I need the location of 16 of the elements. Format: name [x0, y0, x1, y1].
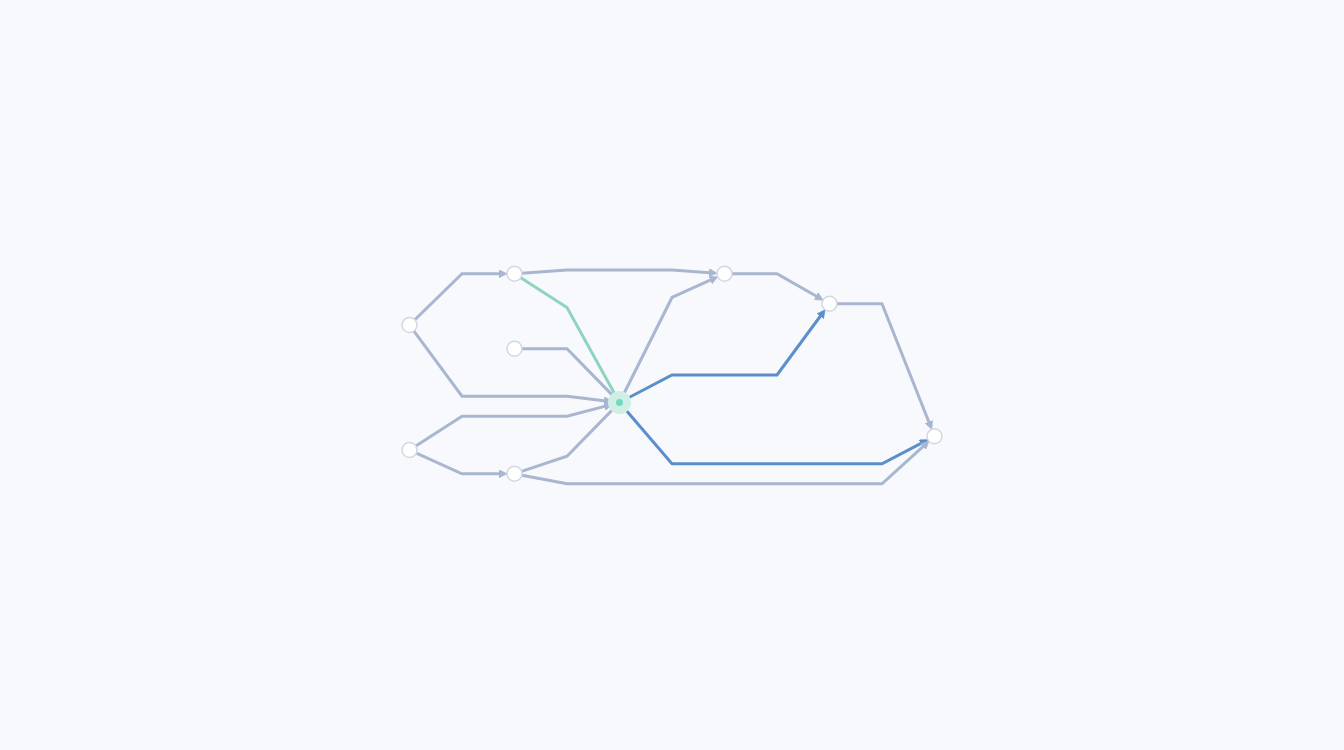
connector	[520, 276, 618, 397]
arrow	[413, 269, 508, 321]
arrow	[415, 451, 508, 479]
node-circle	[506, 265, 523, 282]
node-circle	[506, 340, 523, 357]
node-circle	[821, 295, 838, 312]
node-circle	[926, 428, 943, 445]
arrow	[837, 302, 933, 430]
node-circle	[716, 265, 733, 282]
node-circle	[506, 465, 523, 482]
arrow	[521, 268, 718, 278]
node-circle	[401, 316, 418, 334]
arrow	[521, 440, 930, 486]
node-circle	[401, 441, 418, 459]
arrow	[732, 272, 824, 301]
node-circle	[608, 391, 631, 414]
